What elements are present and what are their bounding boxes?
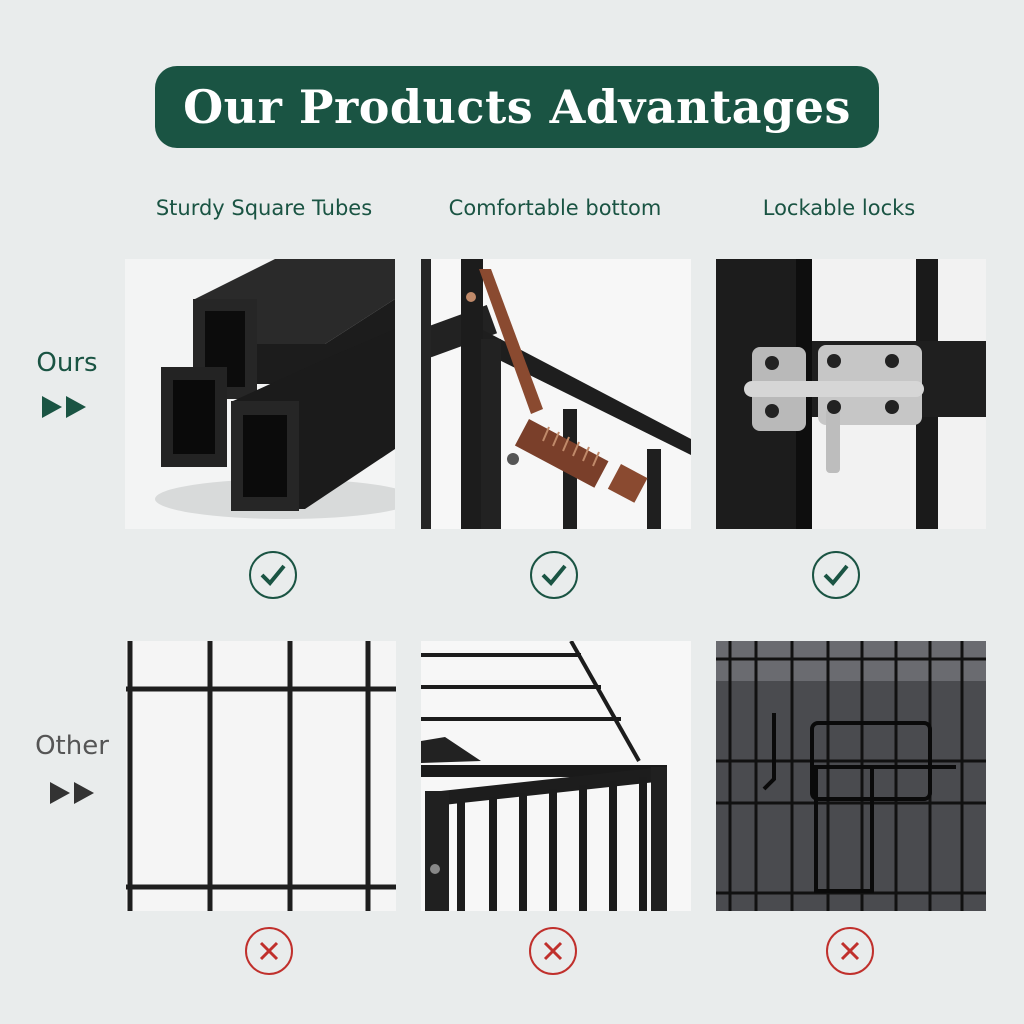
image-square-tubes [125,259,395,529]
check-icon [260,564,286,586]
x-badge-latch [826,927,874,975]
check-badge-bottom [530,551,578,599]
x-icon [543,941,563,961]
x-badge-bottom [529,927,577,975]
title-banner: Our Products Advantages [155,66,879,148]
image-latch-bottom [421,259,691,529]
image-bolt-lock [716,259,986,529]
page-title: Our Products Advantages [183,80,851,134]
image-wire-latch [716,641,986,911]
x-badge-grid [245,927,293,975]
image-crate-bottom [421,641,691,911]
x-icon [259,941,279,961]
check-badge-locks [812,551,860,599]
column-title-bottom: Comfortable bottom [448,196,662,220]
column-title-locks: Lockable locks [762,196,916,220]
column-title-tubes: Sturdy Square Tubes [155,196,373,220]
double-arrow-icon [42,396,86,418]
check-badge-tubes [249,551,297,599]
row-label-other: Other [35,731,109,761]
check-icon [541,564,567,586]
x-icon [840,941,860,961]
double-arrow-icon [50,782,94,804]
image-wire-grid [126,641,396,911]
check-icon [823,564,849,586]
row-label-ours: Ours [36,348,98,378]
